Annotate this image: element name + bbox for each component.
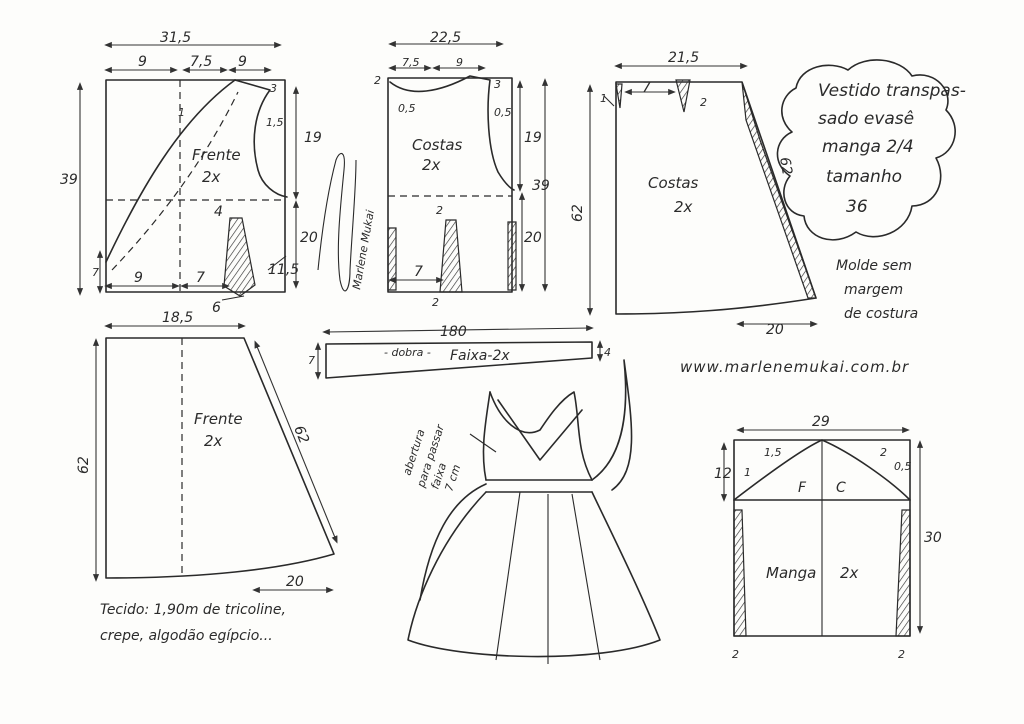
website-text: www.marlenemukai.com.br <box>680 358 909 376</box>
dim-sleeve-d: 1 <box>744 466 751 479</box>
fabric-note-1: Tecido: 1,90m de tricoline, <box>100 602 286 618</box>
dim-front-skirt-height: 62 <box>76 456 92 474</box>
front-skirt-piece: Frente 2x 18,5 62 62 20 <box>76 310 338 594</box>
dim-back-bottom: 7 <box>414 264 423 280</box>
dim-back-skirt-left-tick: 1 <box>600 92 607 105</box>
dim-front-bottom-mid: 7 <box>196 270 205 286</box>
dim-front-neck: 1,5 <box>266 116 284 129</box>
dim-back-skirt-height: 62 <box>570 204 586 222</box>
sleeve-qty: 2x <box>840 564 859 582</box>
dim-front-bottom-left: 9 <box>134 270 143 286</box>
dim-front-top-b: 7,5 <box>190 54 212 70</box>
dim-sash-right: 4 <box>604 346 611 359</box>
dim-sleeve-height: 30 <box>924 530 942 546</box>
dim-front-waist: 20 <box>300 230 318 246</box>
signature: Marlene Mukai <box>317 152 377 292</box>
fabric-note: Tecido: 1,90m de tricoline, crepe, algod… <box>100 602 286 644</box>
dim-sash-left: 7 <box>308 354 315 367</box>
dim-sleeve-hem-left: 2 <box>732 648 739 661</box>
fabric-note-2: crepe, algodão egípcio... <box>100 628 273 644</box>
dim-front-left-small: 7 <box>92 266 99 279</box>
dim-back-dart-top: 2 <box>436 204 443 217</box>
sleeve-front-mark: F <box>798 480 807 496</box>
sash-label: Faixa-2x <box>450 348 510 364</box>
title-line-3: manga 2/4 <box>822 137 914 157</box>
dim-back-skirt-dart: 7 <box>642 80 651 96</box>
dim-back-skirt-top: 21,5 <box>668 50 699 66</box>
front-bodice-label: Frente <box>192 146 241 164</box>
dress-illustration: abertura para passar faixa 7 cm <box>400 359 661 664</box>
title-line-5: 36 <box>846 197 868 217</box>
back-bodice-label: Costas <box>412 136 463 154</box>
dim-front-side: 19 <box>304 130 322 146</box>
title-line-2: sado evasê <box>818 109 914 129</box>
dim-back-neck-a: 0,5 <box>398 102 416 115</box>
dim-sleeve-width: 29 <box>812 414 830 430</box>
back-bodice-qty: 2x <box>422 156 441 174</box>
dim-front-skirt-hem: 20 <box>286 574 304 590</box>
front-bodice-piece: Frente 2x 31,5 9 7,5 9 39 19 3 1,5 1 4 2… <box>60 30 322 316</box>
dim-front-top-a: 9 <box>138 54 147 70</box>
dim-back-width: 22,5 <box>430 30 461 46</box>
title-line-4: tamanho <box>826 167 902 187</box>
dim-sleeve-b: 2 <box>880 446 887 459</box>
dim-front-shoulder: 3 <box>270 82 277 95</box>
dim-front-height: 39 <box>60 172 78 188</box>
back-skirt-qty: 2x <box>674 198 693 216</box>
dim-back-skirt-dart-depth: 2 <box>700 96 707 109</box>
margin-note-1: Molde sem <box>836 258 912 274</box>
back-skirt-piece: Costas 2x 21,5 1 7 2 62 62 20 <box>570 50 818 338</box>
dim-front-width: 31,5 <box>160 30 191 46</box>
dim-back-side: 19 <box>524 130 542 146</box>
dim-back-top-b: 9 <box>456 56 463 69</box>
dim-back-lower: 20 <box>524 230 542 246</box>
sleeve-label: Manga <box>766 564 816 582</box>
sleeve-back-mark: C <box>836 480 846 496</box>
dim-front-skirt-slant: 62 <box>290 424 312 447</box>
sash-fold: - dobra - <box>384 346 431 359</box>
sleeve-piece: 29 12 30 1,5 2 0,5 1 F C Manga 2x 2 2 <box>714 414 942 661</box>
website: www.marlenemukai.com.br <box>680 358 909 376</box>
margin-note-2: margem <box>844 282 903 298</box>
back-bodice-piece: Costas 2x 22,5 7,5 9 2 3 0,5 0,5 19 39 2… <box>374 30 550 309</box>
front-skirt-label: Frente <box>194 410 243 428</box>
margin-note: Molde sem margem de costura <box>836 258 918 322</box>
dim-back-top-a: 7,5 <box>402 56 420 69</box>
front-skirt-qty: 2x <box>204 432 223 450</box>
dim-front-skirt-top: 18,5 <box>162 310 193 326</box>
dim-sash-length: 180 <box>440 324 467 340</box>
sash-piece: 180 7 4 - dobra - Faixa-2x <box>308 324 611 380</box>
dim-back-shoulder: 3 <box>494 78 501 91</box>
dim-back-dart-bottom: 2 <box>432 296 439 309</box>
dim-back-height: 39 <box>532 178 550 194</box>
dim-front-dart-depth: 6 <box>212 300 221 316</box>
dim-sleeve-hem-right: 2 <box>898 648 905 661</box>
dim-sleeve-a: 1,5 <box>764 446 782 459</box>
back-skirt-label: Costas <box>648 174 699 192</box>
dim-front-dart: 4 <box>214 204 223 220</box>
dim-back-neck-b: 0,5 <box>494 106 512 119</box>
front-bodice-qty: 2x <box>202 168 221 186</box>
dim-back-skirt-slant: 62 <box>776 156 795 176</box>
title-cloud: Vestido transpas- sado evasê manga 2/4 t… <box>776 59 966 241</box>
dim-front-curve: 1 <box>178 106 185 119</box>
dim-front-top-c: 9 <box>238 54 247 70</box>
dim-back-skirt-hem: 20 <box>766 322 784 338</box>
margin-note-3: de costura <box>844 306 918 322</box>
dim-front-bottom-right: 11,5 <box>268 262 299 278</box>
dim-sleeve-cap: 12 <box>714 466 732 482</box>
title-line-1: Vestido transpas- <box>818 81 966 101</box>
dim-sleeve-c: 0,5 <box>894 460 912 473</box>
signature-text: Marlene Mukai <box>350 209 377 290</box>
dim-back-left-tick: 2 <box>374 74 381 87</box>
